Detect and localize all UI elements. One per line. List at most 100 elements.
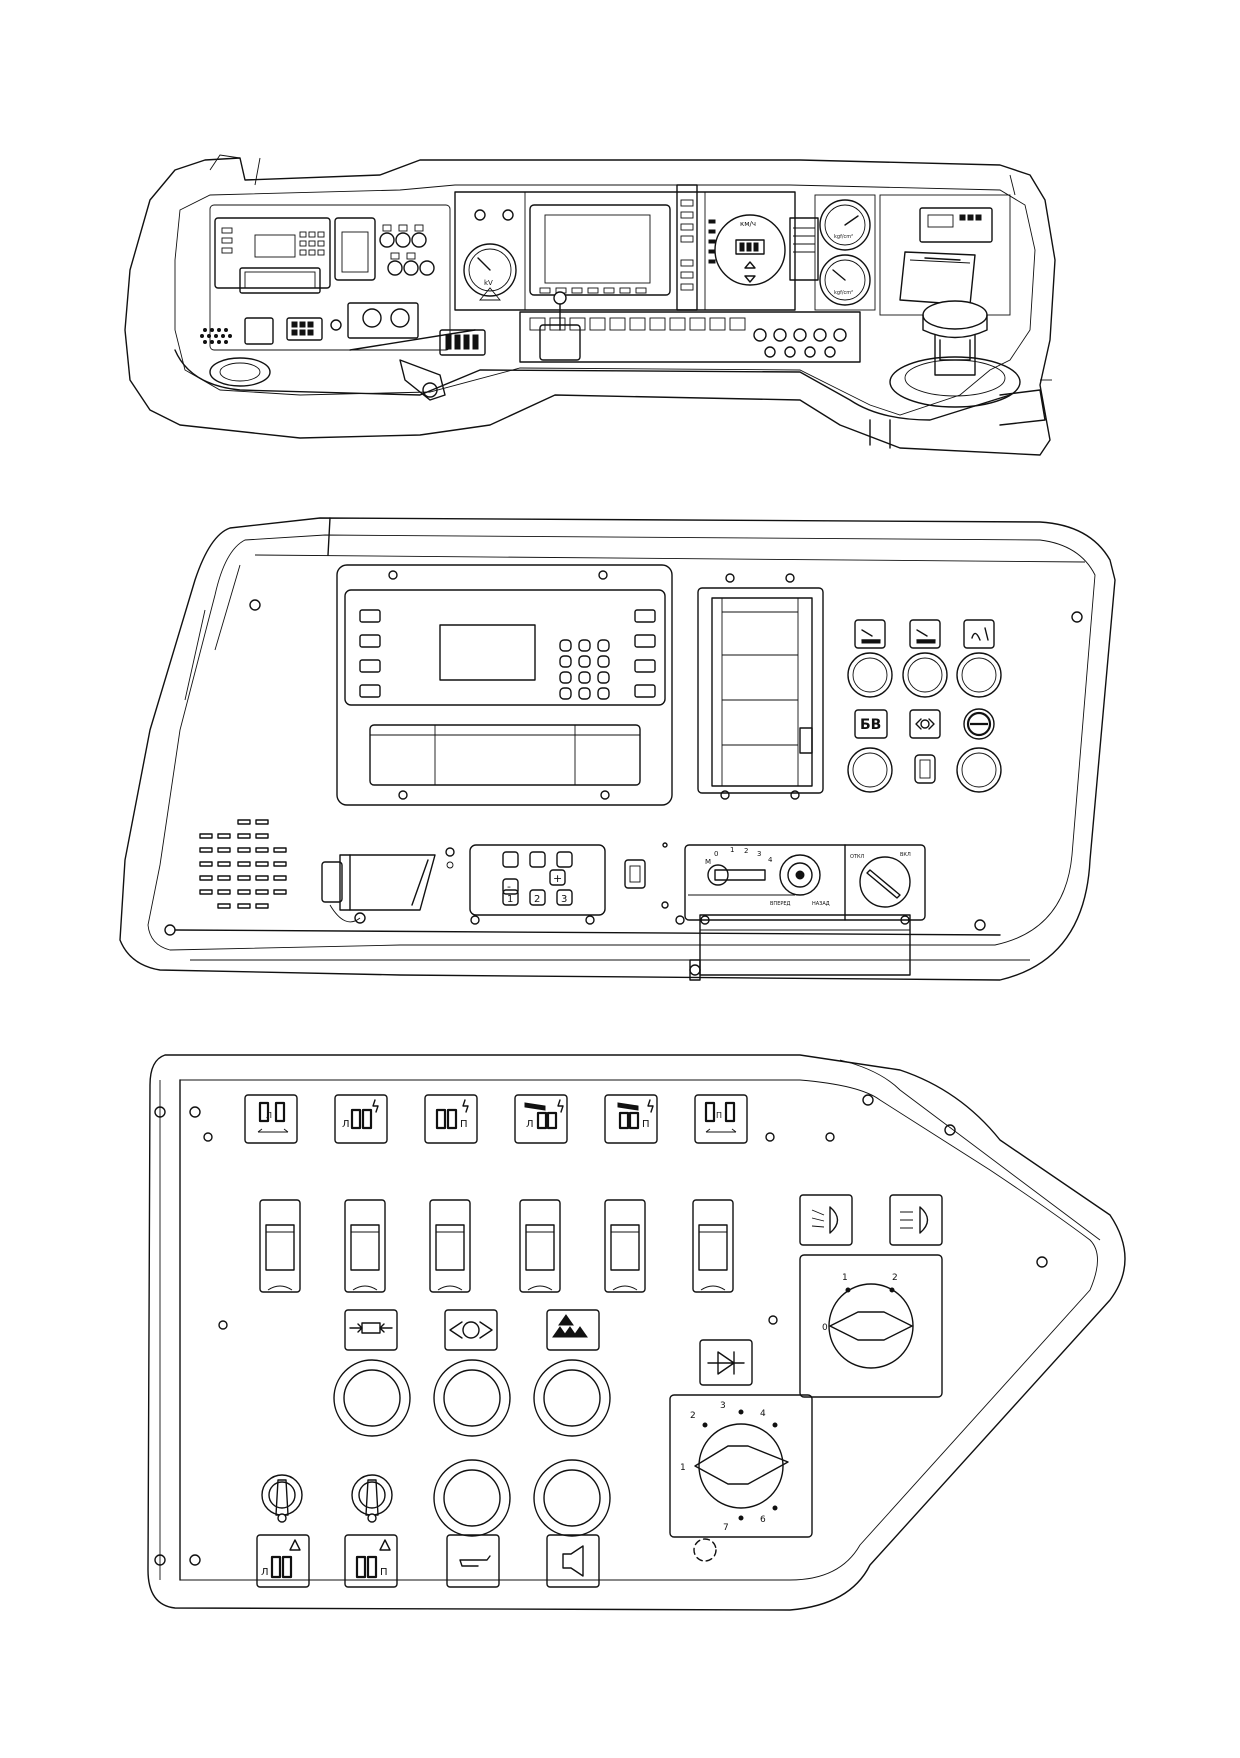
mid-icon-plate xyxy=(909,619,941,649)
mid-keypad-key[interactable] xyxy=(578,687,591,700)
mid-keypad-button[interactable] xyxy=(502,889,519,906)
bot-rotary-b-pos-6: 6 xyxy=(760,1515,766,1525)
top-recorder-door xyxy=(334,217,376,281)
mid-softkey[interactable] xyxy=(359,609,381,623)
bot-rotary-b-pos-7: 7 xyxy=(723,1523,729,1533)
mid-keypad-key[interactable] xyxy=(597,655,610,668)
mid-bv-plate xyxy=(854,709,888,739)
bot-rotary-switch-a[interactable]: 0 1 2 xyxy=(799,1254,943,1398)
mid-keypad-2: 2 xyxy=(534,894,540,905)
mid-keypad-key[interactable] xyxy=(597,639,610,652)
mid-rotary-reverser[interactable] xyxy=(779,854,821,896)
bot-warning-label-l: Л xyxy=(261,1567,269,1578)
mid-rotary-label-3: 3 xyxy=(757,850,761,858)
top-round-button[interactable] xyxy=(395,232,411,248)
bot-round-button[interactable] xyxy=(433,1359,511,1437)
mid-keypad-button[interactable] xyxy=(556,851,573,868)
bot-toggle-switches xyxy=(261,1474,393,1523)
top-round-button[interactable] xyxy=(379,232,395,248)
mid-keypad-key[interactable] xyxy=(578,671,591,684)
mid-keypad-key[interactable] xyxy=(559,671,572,684)
mid-softkey[interactable] xyxy=(634,634,656,648)
bot-rotary-a-pos-2: 2 xyxy=(892,1273,898,1283)
mid-round-button[interactable] xyxy=(956,747,1002,793)
top-lower-strip xyxy=(519,311,861,363)
mid-toggle-switch[interactable] xyxy=(914,754,936,784)
bot-round-button[interactable] xyxy=(433,1459,511,1537)
bot-panel-outline xyxy=(147,1054,1126,1611)
top-brake-lever[interactable] xyxy=(399,359,446,401)
bot-pantograph-label-p2: П xyxy=(642,1119,650,1130)
speed-dial-unit: км/ч xyxy=(740,220,756,228)
mid-softkey[interactable] xyxy=(634,659,656,673)
mid-keypad-button[interactable] xyxy=(529,889,546,906)
mid-keypad-button[interactable] xyxy=(502,851,519,868)
mid-keypad-key[interactable] xyxy=(597,687,610,700)
mid-rotary-switch-right[interactable] xyxy=(859,856,911,908)
top-radio-unit xyxy=(919,207,993,243)
mid-keypad-key[interactable] xyxy=(578,639,591,652)
mid-bv-label: БВ xyxy=(860,717,881,733)
mid-keypad-key[interactable] xyxy=(559,639,572,652)
bot-toggle-switch[interactable] xyxy=(261,1474,303,1523)
mid-rotary-label-4: 4 xyxy=(768,856,773,864)
bot-toggle-switch[interactable] xyxy=(351,1474,393,1523)
mid-keypad-button[interactable] xyxy=(529,851,546,868)
bot-sand-icon xyxy=(546,1309,600,1351)
bot-rocker-switch[interactable] xyxy=(429,1199,471,1293)
bot-rocker-switch[interactable] xyxy=(259,1199,301,1293)
mid-keypad-key[interactable] xyxy=(559,687,572,700)
bot-rotary-b-pos-3: 3 xyxy=(720,1401,726,1411)
bot-rotary-b-pos-1: 1 xyxy=(680,1463,686,1473)
mid-keypad-button[interactable] xyxy=(549,869,566,886)
top-left-gauge xyxy=(463,243,517,297)
top-master-controller[interactable] xyxy=(539,291,581,361)
bot-pantograph-label-l: Л xyxy=(266,1111,272,1120)
mid-round-button[interactable] xyxy=(847,747,893,793)
mid-icon-plate xyxy=(963,619,995,649)
top-main-display-screen xyxy=(544,214,651,284)
mid-panel-outline xyxy=(119,517,1116,981)
mid-rotary-block: М 0 1 2 3 4 ВПЕРЕД НАЗАД ОТКЛ ВКЛ xyxy=(684,844,926,981)
mid-softkey[interactable] xyxy=(634,684,656,698)
mid-round-button[interactable] xyxy=(956,652,1002,698)
bot-icon-plate xyxy=(424,1094,478,1144)
bot-round-button[interactable] xyxy=(333,1359,411,1437)
mid-softkey[interactable] xyxy=(359,659,381,673)
bot-pantograph-label-l3: Л xyxy=(526,1119,534,1130)
mid-softkey[interactable] xyxy=(634,609,656,623)
bot-round-button[interactable] xyxy=(533,1359,611,1437)
bot-rocker-switch[interactable] xyxy=(344,1199,386,1293)
top-round-button[interactable] xyxy=(411,232,427,248)
mid-round-button[interactable] xyxy=(847,652,893,698)
mid-keypad-key[interactable] xyxy=(597,671,610,684)
mid-keypad-key[interactable] xyxy=(578,655,591,668)
mid-rotary-label-1: 1 xyxy=(730,846,734,854)
mid-softkey[interactable] xyxy=(359,684,381,698)
bot-rocker-switch[interactable] xyxy=(519,1199,561,1293)
top-round-button[interactable] xyxy=(419,260,435,276)
top-joystick[interactable] xyxy=(889,300,1021,408)
mid-keypad-key[interactable] xyxy=(559,655,572,668)
bot-icon-plate xyxy=(244,1094,298,1144)
mid-keypad-1: 1 xyxy=(507,894,513,905)
bot-panel-inner xyxy=(179,1079,1098,1581)
bot-rotary-a-pos-0: 0 xyxy=(822,1323,828,1333)
top-terminal-keys xyxy=(221,227,325,256)
console-desk-edge xyxy=(174,349,1011,421)
mid-small-switch[interactable] xyxy=(624,859,646,889)
mid-round-button[interactable] xyxy=(902,652,948,698)
top-left-gauge-unit: kV xyxy=(484,279,493,287)
bot-icon-plate xyxy=(444,1309,498,1351)
bot-rocker-switch[interactable] xyxy=(692,1199,734,1293)
mid-keypad-button[interactable] xyxy=(502,878,519,895)
top-round-button[interactable] xyxy=(403,260,419,276)
bot-round-button[interactable] xyxy=(533,1459,611,1537)
mid-softkey[interactable] xyxy=(359,634,381,648)
top-connector xyxy=(244,317,274,345)
top-round-button[interactable] xyxy=(387,260,403,276)
bot-rotary-switch-b[interactable]: 1 2 3 4 6 7 xyxy=(669,1394,813,1538)
mid-keypad-button[interactable] xyxy=(556,889,573,906)
bot-rocker-switch[interactable] xyxy=(604,1199,646,1293)
mid-rotary-label-on: ВКЛ xyxy=(900,852,911,858)
